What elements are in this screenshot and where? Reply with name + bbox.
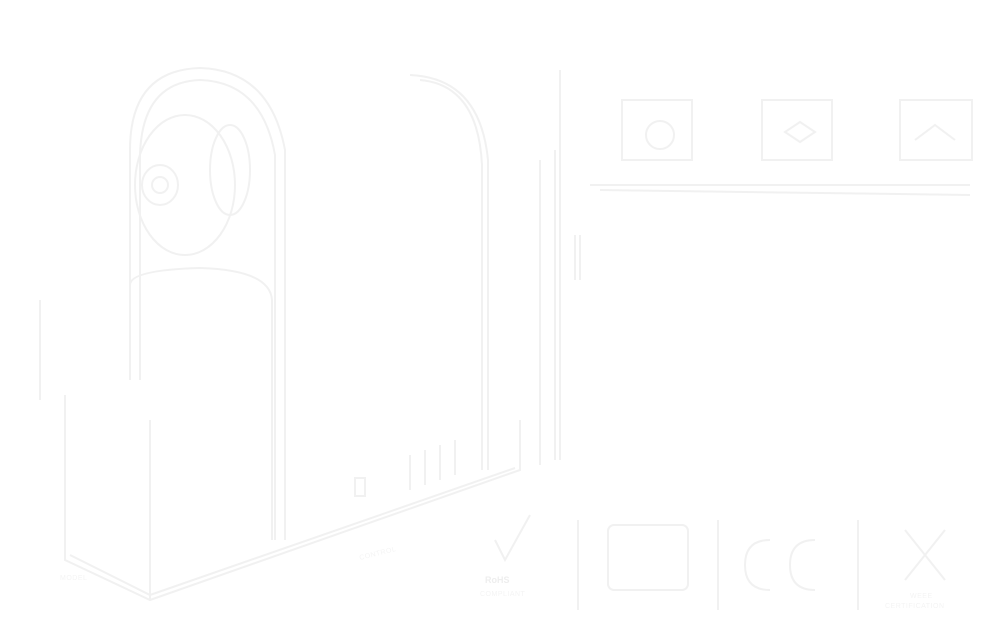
base-corner-label: MODEL [60,575,87,582]
weee-label: WEEE [910,593,933,600]
weee-icon [904,529,946,581]
camera-device-icon [39,66,561,602]
rohs-icon [494,514,531,563]
rohs-label: RoHS [485,575,510,585]
rohs-sublabel: COMPLIANT [480,591,526,598]
fcc-icon [607,524,689,591]
network-icon [899,99,973,161]
connectivity-icon [621,99,693,161]
ce-icon [743,539,816,591]
weee-sublabel: CERTIFICATION [885,603,945,610]
touch-icon [761,99,833,161]
base-label: CONTROL [359,546,397,562]
